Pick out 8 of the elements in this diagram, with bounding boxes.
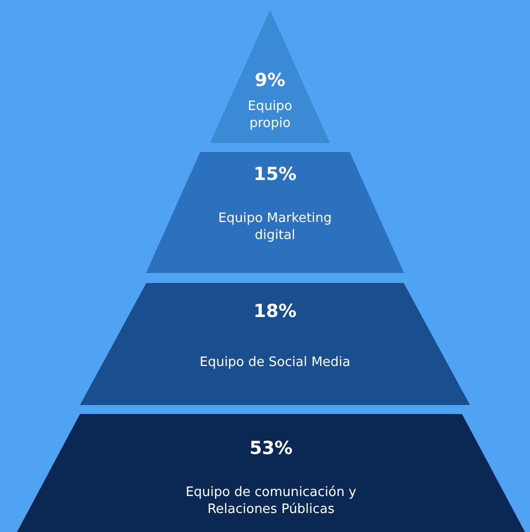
percentage-value: 9% [254, 70, 286, 92]
percentage-value: 18% [253, 301, 297, 323]
tier-label: Equipo de Social Media [200, 354, 350, 371]
percentage-value: 15% [253, 164, 297, 186]
percentage-value: 53% [249, 438, 293, 460]
tier-label: Equipo propio [246, 98, 294, 132]
tier-label: Equipo Marketing digital [217, 210, 333, 244]
tier-label: Equipo de comunicación y Relaciones Públicas [184, 484, 358, 518]
